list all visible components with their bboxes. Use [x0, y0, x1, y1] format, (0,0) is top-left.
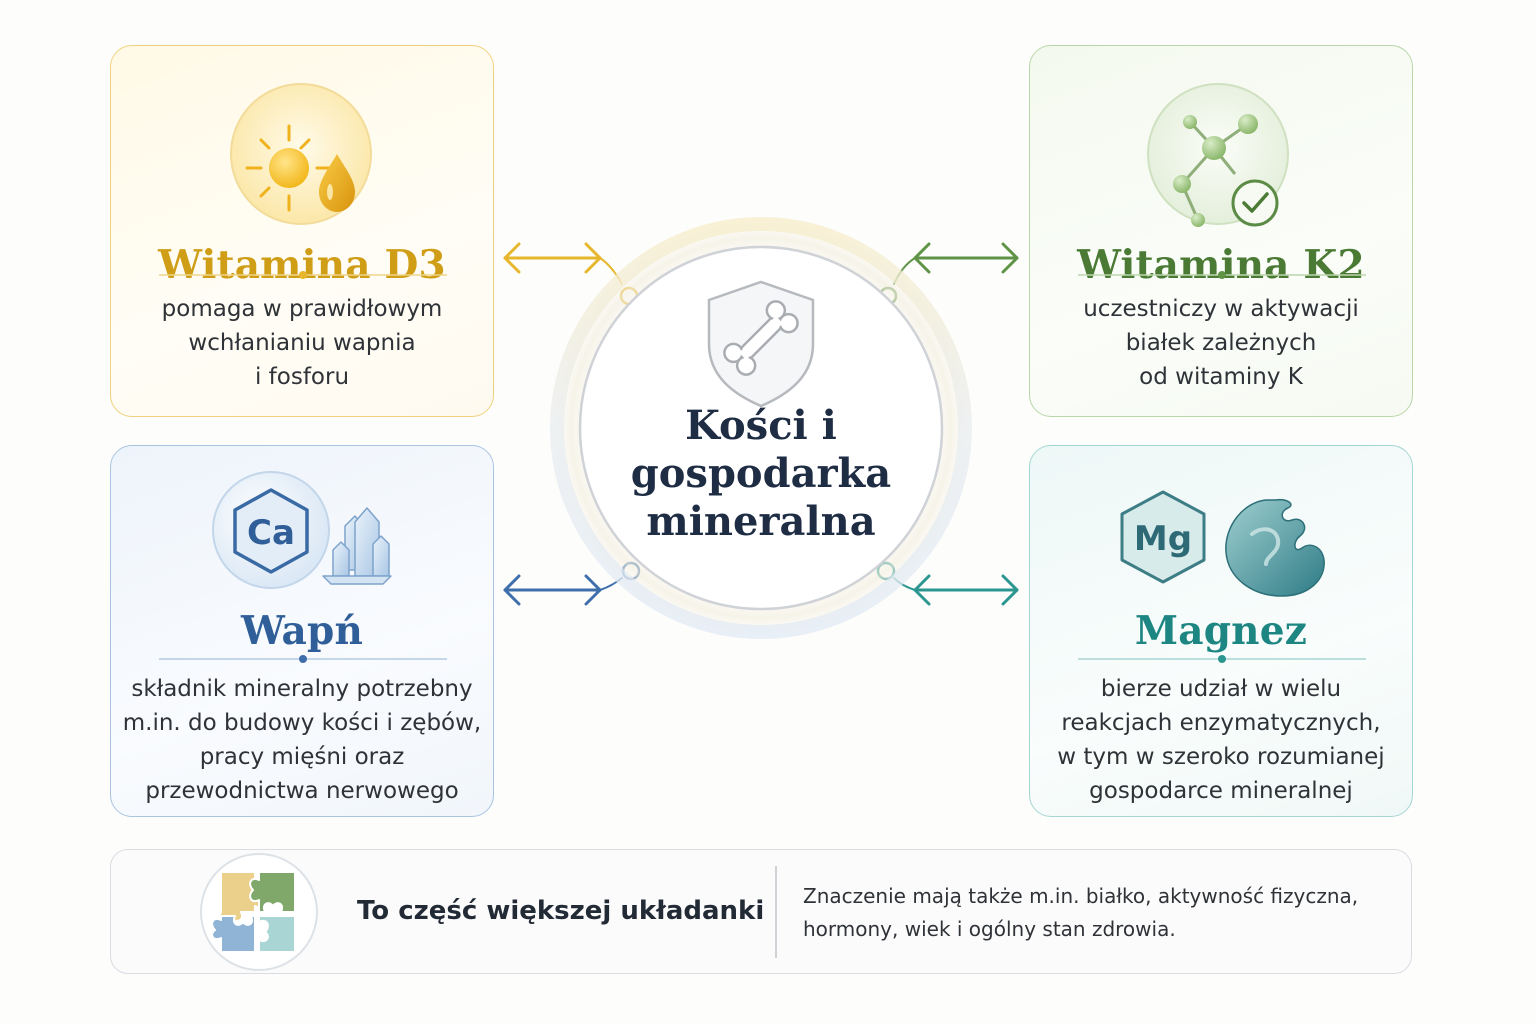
- center-title: Kości i gospodarka mineralna: [580, 402, 942, 546]
- bottom-title: To część większej układanki: [357, 896, 765, 926]
- card-description: bierze udział w wielu reakcjach enzymaty…: [1040, 672, 1402, 808]
- bottom-text-line: hormony, wiek i ogólny stan zdrowia.: [803, 917, 1176, 941]
- center-title-line: mineralna: [646, 498, 876, 545]
- divider: [159, 655, 447, 663]
- bottom-text-line: Znaczenie mają także m.in. białko, aktyw…: [803, 884, 1359, 908]
- divider: [1078, 655, 1366, 663]
- desc-line: bierze udział w wielu: [1100, 676, 1342, 702]
- card-title: Wapń: [240, 608, 364, 654]
- bottom-banner: To część większej układanki Znaczenie ma…: [110, 849, 1412, 974]
- card-title: Magnez: [1134, 608, 1308, 654]
- desc-line: od witaminy K: [1139, 364, 1303, 390]
- shield-bone-icon: [707, 280, 815, 408]
- bottom-text: Znaczenie mają także m.in. białko, aktyw…: [803, 880, 1383, 946]
- calcium-crystal-icon: Ca: [212, 471, 392, 589]
- desc-line: wchłanianiu wapnia: [188, 330, 416, 356]
- calcium-symbol: Ca: [247, 513, 295, 553]
- center-hub: [545, 212, 977, 644]
- molecule-check-icon: [1147, 83, 1289, 227]
- card-calcium: Ca Wapń składnik mineralny potrzebny m.i…: [110, 445, 494, 817]
- card-description: pomaga w prawidłowym wchłanianiu wapnia …: [121, 292, 483, 394]
- center-title-line: gospodarka: [630, 450, 892, 497]
- divider: [1078, 271, 1366, 279]
- divider: [159, 271, 447, 279]
- desc-line: w tym w szeroko rozumianej: [1057, 744, 1385, 770]
- desc-line: uczestniczy w aktywacji: [1083, 296, 1359, 322]
- desc-line: i fosforu: [254, 364, 350, 390]
- center-title-line: Kości i: [685, 402, 837, 449]
- magnesium-enzyme-icon: Mg: [1120, 490, 1325, 597]
- desc-line: pracy mięśni oraz: [199, 744, 405, 770]
- desc-line: przewodnictwa nerwowego: [145, 778, 459, 804]
- desc-line: gospodarce mineralnej: [1089, 778, 1353, 804]
- puzzle-icon: [200, 853, 318, 971]
- card-magnesium: Mg Magnez bierze udział w wielu reakcjac…: [1029, 445, 1413, 817]
- card-vitamin-k2: Witamina K2 uczestniczy w aktywacji biał…: [1029, 45, 1413, 417]
- desc-line: białek zależnych: [1125, 330, 1317, 356]
- vertical-divider: [775, 866, 777, 958]
- card-title: Witamina D3: [158, 242, 446, 288]
- desc-line: reakcjach enzymatycznych,: [1061, 710, 1381, 736]
- desc-line: pomaga w prawidłowym: [161, 296, 443, 322]
- card-description: składnik mineralny potrzebny m.in. do bu…: [121, 672, 483, 808]
- magnesium-symbol: Mg: [1134, 519, 1192, 559]
- sun-and-drop-icon: [230, 83, 372, 225]
- desc-line: składnik mineralny potrzebny: [131, 676, 473, 702]
- card-description: uczestniczy w aktywacji białek zależnych…: [1040, 292, 1402, 394]
- card-vitamin-d3: Witamina D3 pomaga w prawidłowym wchłani…: [110, 45, 494, 417]
- card-title: Witamina K2: [1077, 242, 1365, 288]
- desc-line: m.in. do budowy kości i zębów,: [122, 710, 482, 736]
